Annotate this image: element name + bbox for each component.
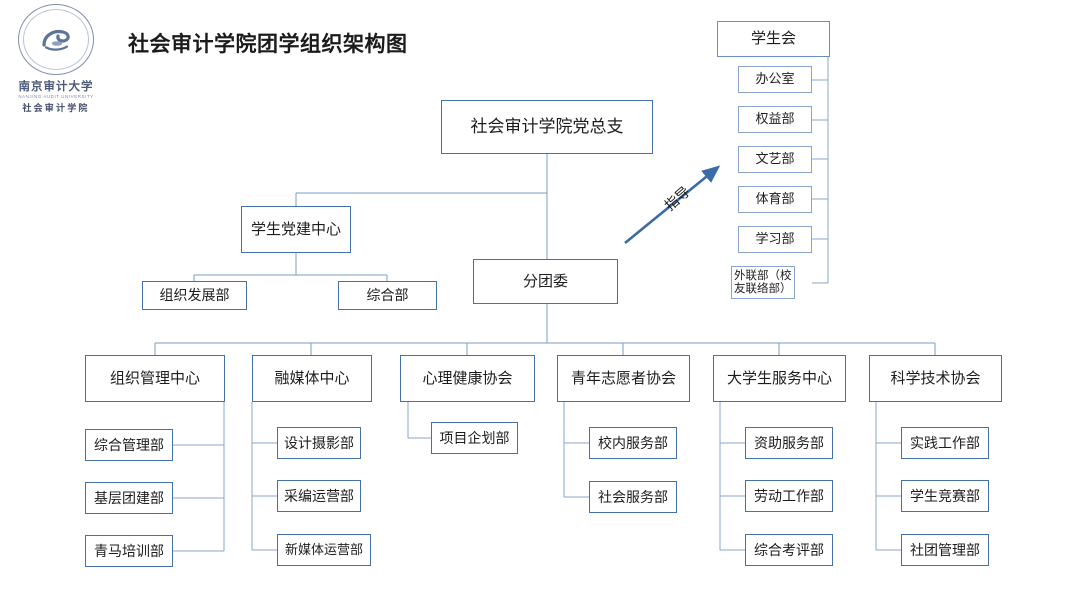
node-general-affairs-dept[interactable]: 综合部 <box>338 281 437 310</box>
emblem-mark-icon <box>42 29 70 51</box>
node-youth-volunteer-association[interactable]: 青年志愿者协会 <box>557 355 690 402</box>
node-campus-service-dept[interactable]: 校内服务部 <box>589 427 677 459</box>
node-social-service-dept[interactable]: 社会服务部 <box>589 481 677 513</box>
node-student-competition-dept[interactable]: 学生竞赛部 <box>901 480 989 512</box>
node-comprehensive-evaluation-dept[interactable]: 综合考评部 <box>745 534 833 566</box>
emblem-ring <box>18 4 94 75</box>
node-comprehensive-management-dept[interactable]: 综合管理部 <box>85 429 173 461</box>
node-club-management-dept[interactable]: 社团管理部 <box>901 534 989 566</box>
node-student-union[interactable]: 学生会 <box>717 21 830 57</box>
node-mental-health-association[interactable]: 心理健康协会 <box>400 355 535 402</box>
node-student-service-center[interactable]: 大学生服务中心 <box>713 355 846 402</box>
node-su-sports-dept[interactable]: 体育部 <box>738 186 812 213</box>
node-party-branch[interactable]: 社会审计学院党总支 <box>441 100 653 154</box>
node-science-technology-association[interactable]: 科学技术协会 <box>869 355 1002 402</box>
node-su-office[interactable]: 办公室 <box>738 66 812 93</box>
node-design-photography-dept[interactable]: 设计摄影部 <box>277 427 361 459</box>
node-grassroots-league-building-dept[interactable]: 基层团建部 <box>85 482 173 514</box>
node-new-media-operations-dept[interactable]: 新媒体运营部 <box>277 534 371 566</box>
page-title: 社会审计学院团学组织架构图 <box>128 33 408 56</box>
node-editing-operations-dept[interactable]: 采编运营部 <box>277 480 361 512</box>
node-organization-management-center[interactable]: 组织管理中心 <box>85 355 225 402</box>
node-practice-work-dept[interactable]: 实践工作部 <box>901 427 989 459</box>
university-logo: 南京审计大学 NANJING AUDIT UNIVERSITY 社会审计学院 <box>8 4 104 114</box>
node-youth-league-committee[interactable]: 分团委 <box>473 259 618 304</box>
node-su-study-dept[interactable]: 学习部 <box>738 226 812 253</box>
node-student-party-building-center[interactable]: 学生党建中心 <box>241 206 351 253</box>
logo-university-name-en: NANJING AUDIT UNIVERSITY <box>18 93 94 100</box>
guidance-arrow-label: 指导 <box>661 183 693 214</box>
logo-school-name: 社会审计学院 <box>22 103 90 113</box>
node-su-external-liaison-dept[interactable]: 外联部（校 友联络部） <box>731 266 795 299</box>
node-converged-media-center[interactable]: 融媒体中心 <box>252 355 372 402</box>
node-labor-work-dept[interactable]: 劳动工作部 <box>745 480 833 512</box>
node-qingma-training-dept[interactable]: 青马培训部 <box>85 535 173 567</box>
node-su-rights-dept[interactable]: 权益部 <box>738 106 812 133</box>
node-project-planning-dept[interactable]: 项目企划部 <box>431 422 518 454</box>
logo-university-name-cn: 南京审计大学 <box>18 81 94 93</box>
node-organization-development-dept[interactable]: 组织发展部 <box>142 281 247 310</box>
node-financial-aid-service-dept[interactable]: 资助服务部 <box>745 427 833 459</box>
node-su-arts-dept[interactable]: 文艺部 <box>738 146 812 173</box>
